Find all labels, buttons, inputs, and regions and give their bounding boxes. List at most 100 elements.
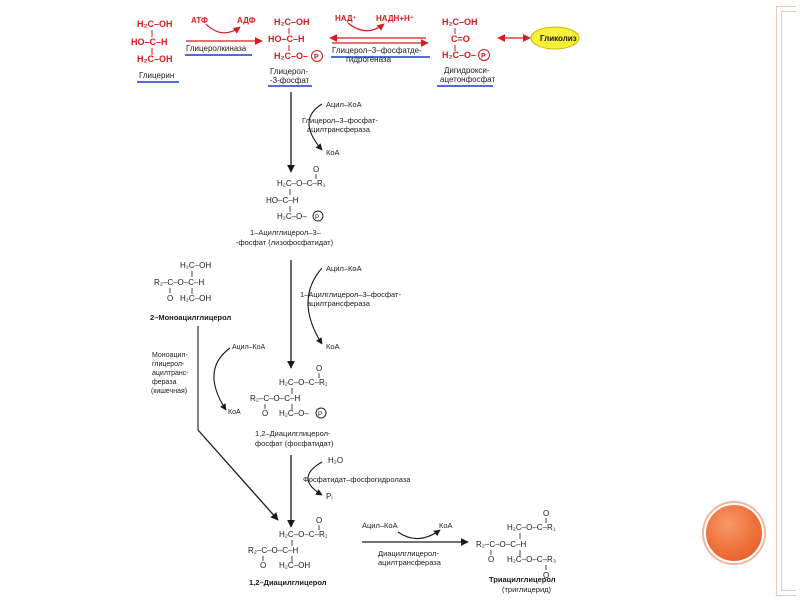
g3p-phosphate-p: P bbox=[314, 54, 319, 61]
tag-name-1: Триацилглицерол bbox=[489, 575, 556, 584]
step1-curved-arrow bbox=[308, 103, 323, 151]
step1-koa: КоА bbox=[326, 148, 340, 157]
step2-koa: КоА bbox=[326, 342, 340, 351]
step2-curved-arrow bbox=[307, 267, 323, 345]
glycolysis-label: Гликолиз bbox=[540, 34, 577, 43]
glycerol-name: Глицерин bbox=[139, 71, 174, 80]
dag-oxygen-2: O bbox=[260, 561, 266, 570]
tag-line-1: H₂C–O–C–R₁ bbox=[507, 523, 556, 532]
phosphatidate-structure: O H₂C–O–C–R₁ R₂–C–O–C–H O H₂C–O– P bbox=[250, 364, 328, 419]
pa-oxygen-2: O bbox=[262, 409, 268, 418]
mag-enzyme-5: (кишечная) bbox=[151, 388, 187, 395]
pa-oxygen-1: O bbox=[316, 364, 322, 373]
dhap-name-2: ацетонфосфат bbox=[440, 75, 495, 84]
step2-enzyme-1: 1–Ацилглицерол–3–фосфат- bbox=[300, 290, 401, 299]
lysopa-oxygen: O bbox=[313, 165, 319, 174]
phosphatase-curved-arrow bbox=[307, 461, 323, 496]
tag-line-2: R₂–C–O–C–H bbox=[476, 540, 526, 549]
tag-oxygen-3: O bbox=[543, 571, 549, 580]
diacylglycerol-structure: O H₂C–O–C–R₁ R₂–C–O–C–H O H₂C–OH bbox=[248, 516, 328, 570]
orange-circle-decoration bbox=[704, 503, 764, 563]
tag-line-3: H₂C–O–C–R₃ bbox=[507, 555, 556, 564]
lysophosphatidate-structure: O H₂C–O–C–R₁ HO–C–H H₂C–O– P bbox=[266, 165, 326, 222]
lysopa-phosphate-p: P bbox=[315, 214, 319, 221]
mag-enzyme-3: ацилтранс- bbox=[152, 370, 189, 377]
dhap-line-3: H₂C–O– bbox=[442, 50, 476, 60]
mag-name: 2–Моноацилглицерол bbox=[150, 313, 232, 322]
pa-line-3: H₂C–O– bbox=[279, 409, 309, 418]
step1-acyl-coa: Ацил–КоА bbox=[326, 100, 362, 109]
g3p-name-2: -3-фосфат bbox=[270, 76, 310, 85]
dhap-name-1: Дигидрокси- bbox=[444, 66, 490, 75]
nadh-label: НАДН+Н⁺ bbox=[376, 14, 414, 23]
glycolysis-badge bbox=[530, 26, 580, 50]
g3p-line-3: H₂C–O– bbox=[274, 51, 308, 61]
g3p-line-2: HO–C–H bbox=[268, 34, 305, 44]
slide-frame-decoration bbox=[776, 6, 796, 596]
step2-acyl-coa: Ацил–КоА bbox=[326, 264, 362, 273]
glycerol-3-phosphate-structure: H₂C–OH HO–C–H H₂C–O– P bbox=[268, 17, 323, 62]
lysopa-name-2: -фосфат (лизофосфатидат) bbox=[236, 238, 334, 247]
dehydrogenase-label-2: гидрогеназа bbox=[346, 55, 392, 64]
step2-enzyme-2: ацилтрансфераза bbox=[307, 299, 371, 308]
dag-line-3: H₂C–OH bbox=[279, 561, 310, 570]
lysopa-line-3: H₂C–O– bbox=[277, 212, 307, 221]
mag-curved-arrow bbox=[213, 347, 231, 411]
dag-name: 1,2–Диацилглицерол bbox=[249, 578, 327, 587]
glycerol-line-1: H₂C–OH bbox=[137, 19, 173, 29]
mag-koa: КоА bbox=[228, 409, 241, 416]
mag-line-2: R₂–C–O–C–H bbox=[154, 278, 204, 287]
lysopa-line-2: HO–C–H bbox=[266, 196, 299, 205]
lysopa-name-1: 1–Ацилглицерол–3– bbox=[250, 228, 322, 237]
triacylglycerol-structure: O H₂C–O–C–R₁ R₂–C–O–C–H O H₂C–O–C–R₃ O bbox=[476, 509, 556, 580]
pa-name-1: 1,2–Диацилглицерол- bbox=[255, 429, 331, 438]
phosphatase-h2o: H₂O bbox=[328, 456, 343, 465]
mag-line-1: H₂C–OH bbox=[180, 261, 211, 270]
tag-name-2: (триглицерид) bbox=[502, 585, 552, 594]
pa-line-1: H₂C–O–C–R₁ bbox=[279, 378, 328, 387]
dhap-line-2: C=O bbox=[451, 34, 470, 44]
phosphatase-enzyme: Фосфатидат–фосфогидролаза bbox=[303, 475, 411, 484]
pa-phosphate-p: P bbox=[318, 411, 322, 418]
glycerol-line-3: H₂C–OH bbox=[137, 54, 173, 64]
phosphatase-pi: Pᵢ bbox=[326, 492, 333, 501]
nad-nadh-curved-arrow bbox=[347, 22, 385, 32]
glycerol-structure: H₂C–OH HO–C–H H₂C–OH bbox=[131, 19, 173, 64]
glycerol-line-2: HO–C–H bbox=[131, 37, 168, 47]
mag-oxygen: O bbox=[167, 294, 173, 303]
dhap-line-1: H₂C–OH bbox=[442, 17, 478, 27]
mag-acyl-coa: Ацил–КоА bbox=[232, 344, 266, 351]
mag-to-dag-arrow bbox=[197, 429, 279, 521]
final-acyl-coa: Ацил–КоА bbox=[362, 521, 398, 530]
final-enzyme-2: ацилтрансфераза bbox=[378, 558, 442, 567]
atp-adp-curved-arrow bbox=[205, 23, 241, 34]
g3p-line-1: H₂C–OH bbox=[274, 17, 310, 27]
dag-oxygen-1: O bbox=[316, 516, 322, 525]
step1-enzyme-1: Глицерол–3–фосфат- bbox=[302, 116, 378, 125]
g3p-name-1: Глицерол- bbox=[270, 67, 308, 76]
lysopa-line-1: H₂C–O–C–R₁ bbox=[277, 179, 326, 188]
mag-enzyme-1: Моноацил- bbox=[152, 352, 188, 359]
pa-line-2: R₂–C–O–C–H bbox=[250, 394, 300, 403]
dhap-phosphate-p: P bbox=[481, 53, 486, 60]
dag-line-2: R₂–C–O–C–H bbox=[248, 546, 298, 555]
final-enzyme-1: Диацилглицерол- bbox=[378, 549, 439, 558]
dag-line-1: H₂C–O–C–R₁ bbox=[279, 530, 328, 539]
step1-enzyme-2: ацилтрансфераза bbox=[307, 125, 371, 134]
monoacylglycerol-structure: H₂C–OH R₂–C–O–C–H O H₂C–OH bbox=[154, 261, 211, 303]
mag-line-3: H₂C–OH bbox=[180, 294, 211, 303]
tag-oxygen-2: O bbox=[488, 555, 494, 564]
glycerol-kinase-label: Глицеролкиназа bbox=[186, 44, 247, 53]
mag-enzyme-4: фераза bbox=[152, 379, 177, 386]
dhap-structure: H₂C–OH C=O H₂C–O– P bbox=[442, 17, 490, 61]
atp-label: АТФ bbox=[191, 16, 208, 25]
mag-enzyme-2: глицерол- bbox=[152, 361, 185, 368]
final-curved-arrow bbox=[397, 529, 441, 540]
dehydrogenase-label-1: Глицерол–3–фосфатде- bbox=[332, 46, 422, 55]
nad-label: НАД⁺ bbox=[335, 14, 357, 23]
final-koa: КоА bbox=[439, 521, 453, 530]
pa-name-2: фосфат (фосфатидат) bbox=[255, 439, 334, 448]
adp-label: АДФ bbox=[237, 16, 256, 25]
tag-oxygen-1: O bbox=[543, 509, 549, 518]
